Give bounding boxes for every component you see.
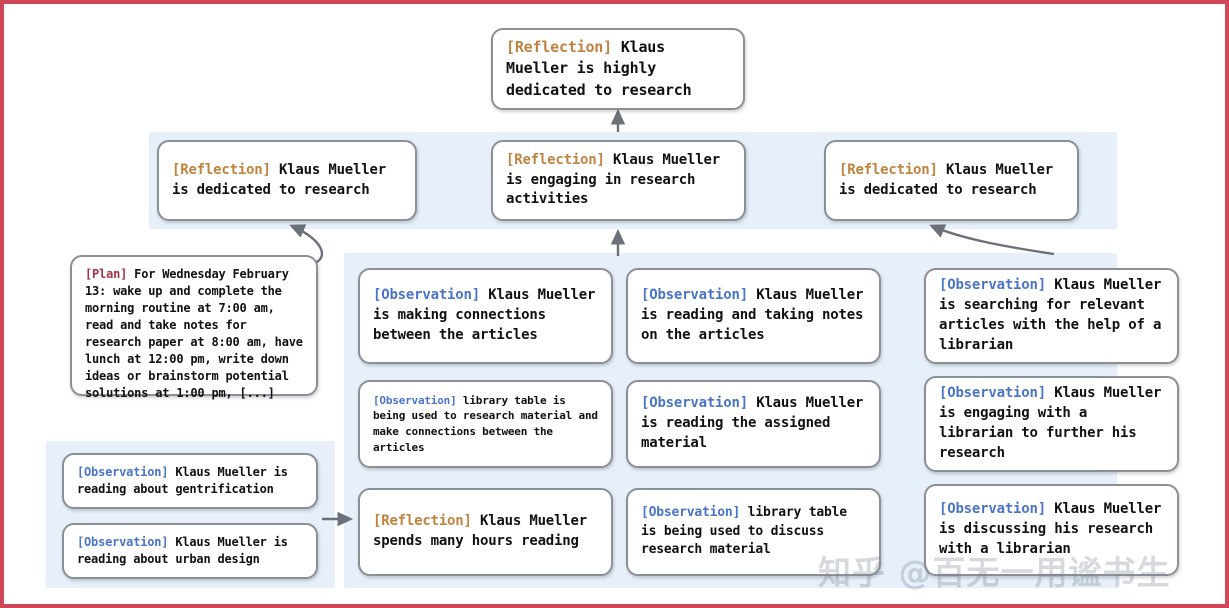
tag-reflection: [Reflection] — [373, 513, 472, 530]
tag-observation: [Observation] — [939, 277, 1046, 294]
tag-observation: [Observation] — [373, 287, 480, 304]
node-text: library table is being used to discuss r… — [641, 505, 855, 558]
node-col2-observation-1[interactable]: [Observation] Klaus Mueller is reading a… — [626, 268, 881, 364]
tag-reflection: [Reflection] — [506, 38, 612, 57]
node-text: Klaus Mueller is engaging with a librari… — [939, 385, 1170, 461]
tag-observation: [Observation] — [373, 393, 457, 407]
node-top-reflection[interactable]: [Reflection] Klaus Mueller is highly ded… — [491, 28, 745, 110]
tag-reflection: [Reflection] — [172, 161, 271, 178]
node-col1-reflection[interactable]: [Reflection] Klaus Mueller spends many h… — [358, 488, 613, 576]
node-text: Klaus Mueller is discussing his research… — [939, 501, 1170, 557]
tag-observation: [Observation] — [641, 505, 741, 521]
node-text: Klaus Mueller is dedicated to research — [172, 161, 395, 198]
node-text: Klaus Mueller spends many hours reading — [373, 513, 596, 549]
tag-observation: [Observation] — [939, 385, 1046, 402]
node-col2-observation-3[interactable]: [Observation] library table is being use… — [626, 488, 881, 576]
tag-reflection: [Reflection] — [839, 161, 938, 178]
node-col1-observation-2[interactable]: [Observation] library table is being use… — [358, 380, 613, 468]
node-text: Klaus Mueller is making connections betw… — [373, 287, 604, 343]
node-left-observation-1[interactable]: [Observation] Klaus Mueller is reading a… — [62, 453, 318, 509]
tag-reflection: [Reflection] — [506, 151, 605, 168]
tag-observation: [Observation] — [641, 287, 748, 304]
node-text: Klaus Mueller is dedicated to research — [839, 161, 1062, 198]
node-col2-observation-2[interactable]: [Observation] Klaus Mueller is reading t… — [626, 380, 881, 468]
node-text: Klaus Mueller is reading about urban des… — [77, 534, 295, 566]
node-reflection-left[interactable]: [Reflection] Klaus Mueller is dedicated … — [157, 140, 417, 221]
node-text: For Wednesday February 13: wake up and c… — [85, 267, 310, 401]
node-reflection-right[interactable]: [Reflection] Klaus Mueller is dedicated … — [824, 140, 1079, 221]
tag-observation: [Observation] — [641, 395, 748, 412]
node-text: library table is being used to research … — [373, 393, 605, 454]
node-text: Klaus Mueller is highly dedicated to res… — [506, 38, 692, 99]
tag-observation: [Observation] — [939, 501, 1046, 518]
node-text: Klaus Mueller is searching for relevant … — [939, 277, 1170, 353]
node-reflection-center[interactable]: [Reflection] Klaus Mueller is engaging i… — [491, 140, 746, 221]
node-text: Klaus Mueller is reading the assigned ma… — [641, 395, 872, 451]
node-col3-observation-1[interactable]: [Observation] Klaus Mueller is searching… — [924, 268, 1179, 364]
node-text: Klaus Mueller is reading about gentrific… — [77, 464, 295, 496]
node-col1-observation-1[interactable]: [Observation] Klaus Mueller is making co… — [358, 268, 613, 364]
node-col3-observation-2[interactable]: [Observation] Klaus Mueller is engaging … — [924, 376, 1179, 472]
tag-observation: [Observation] — [77, 464, 169, 479]
tag-plan: [Plan] — [85, 267, 128, 281]
node-left-observation-2[interactable]: [Observation] Klaus Mueller is reading a… — [62, 523, 318, 579]
node-col3-observation-3[interactable]: [Observation] Klaus Mueller is discussin… — [924, 484, 1179, 576]
node-text: Klaus Mueller is reading and taking note… — [641, 287, 872, 343]
node-plan[interactable]: [Plan] For Wednesday February 13: wake u… — [70, 255, 318, 400]
tag-observation: [Observation] — [77, 534, 169, 549]
node-text: Klaus Mueller is engaging in research ac… — [506, 151, 729, 208]
